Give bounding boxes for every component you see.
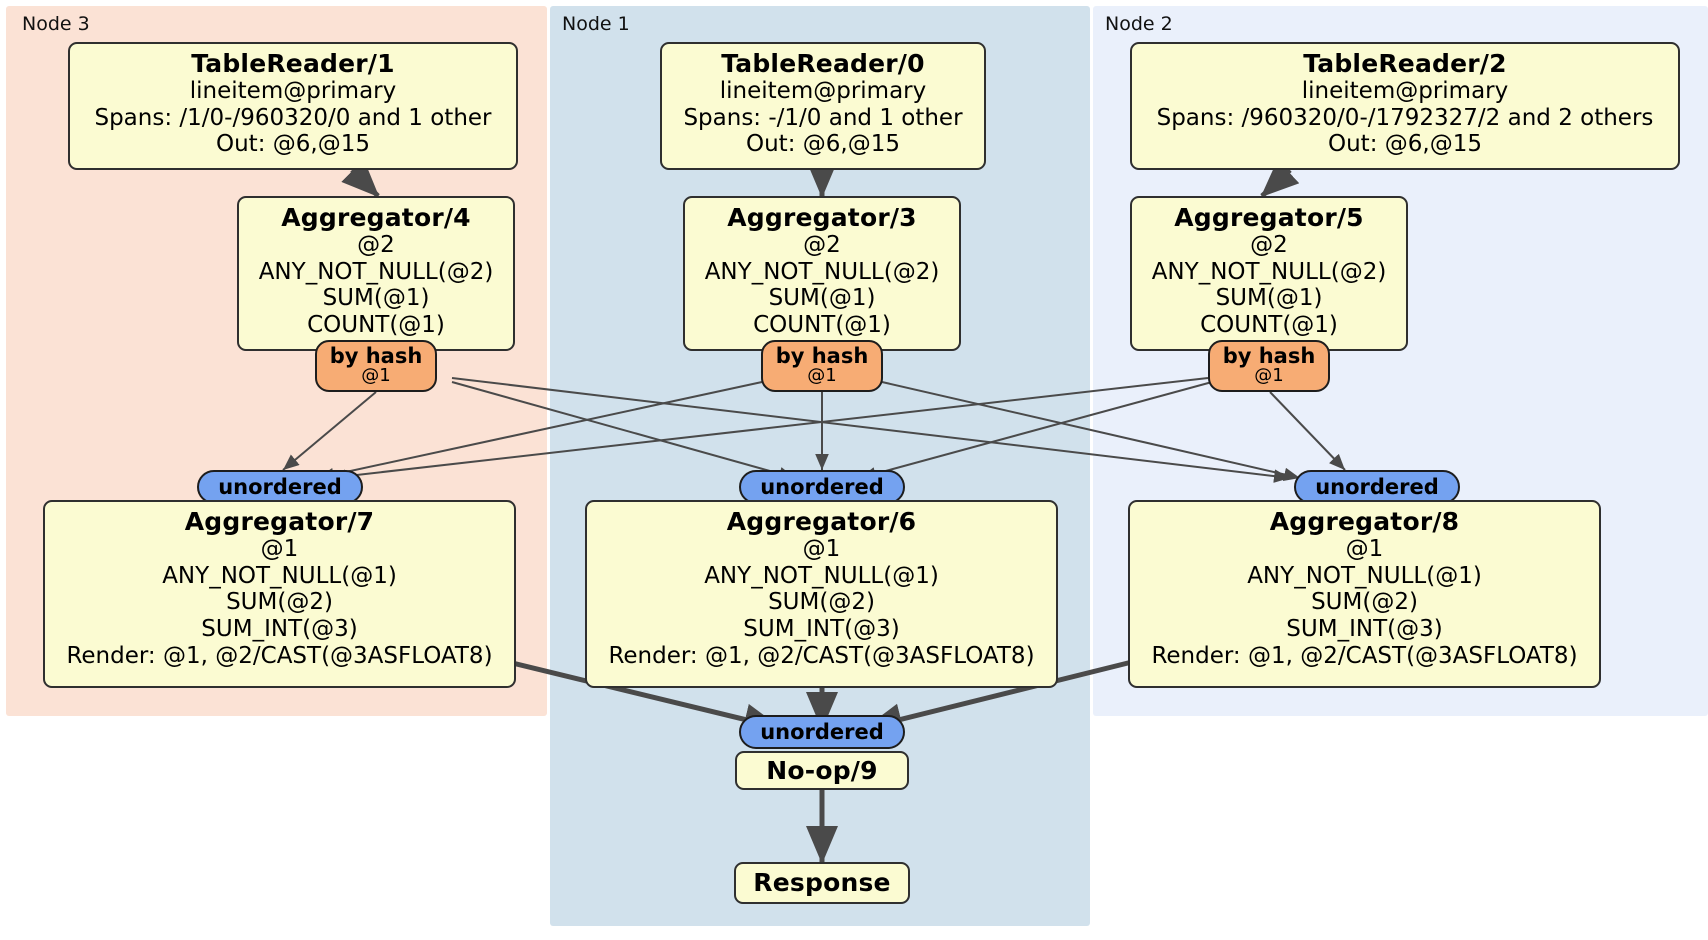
output-router-by-hash-center[interactable]: by hash @1 [761, 340, 883, 392]
processor-line: Render: @1, @2/CAST(@3ASFLOAT8) [66, 642, 493, 669]
processor-title: Aggregator/6 [726, 507, 917, 536]
input-synchronizer-unordered-final[interactable]: unordered [739, 715, 905, 749]
processor-box-table-reader-0[interactable]: TableReader/0 lineitem@primary Spans: -/… [660, 42, 986, 170]
input-synchronizer-unordered-right[interactable]: unordered [1294, 470, 1460, 504]
synchronizer-label: unordered [1315, 475, 1439, 499]
processor-line: SUM(@2) [1311, 589, 1418, 616]
processor-box-aggregator-8[interactable]: Aggregator/8 @1 ANY_NOT_NULL(@1) SUM(@2)… [1128, 500, 1601, 688]
processor-line: SUM(@1) [768, 285, 876, 312]
processor-line: Spans: -/1/0 and 1 other [683, 104, 963, 131]
processor-title: Aggregator/4 [281, 203, 471, 232]
processor-title: TableReader/0 [721, 49, 925, 78]
processor-line: @2 [1250, 232, 1288, 258]
processor-line: lineitem@primary [189, 78, 397, 104]
input-synchronizer-unordered-center[interactable]: unordered [739, 470, 905, 504]
processor-line: COUNT(@1) [753, 312, 891, 339]
processor-line: lineitem@primary [719, 78, 927, 104]
processor-line: ANY_NOT_NULL(@2) [1151, 258, 1387, 285]
processor-title: TableReader/1 [191, 49, 395, 78]
processor-title: Aggregator/3 [727, 203, 917, 232]
synchronizer-label: unordered [218, 475, 342, 499]
processor-line: Out: @6,@15 [1328, 131, 1482, 158]
processor-box-aggregator-6[interactable]: Aggregator/6 @1 ANY_NOT_NULL(@1) SUM(@2)… [585, 500, 1058, 688]
processor-line: Out: @6,@15 [746, 131, 900, 158]
processor-line: @2 [803, 232, 841, 258]
processor-line: ANY_NOT_NULL(@2) [704, 258, 940, 285]
processor-line: @1 [260, 536, 299, 562]
processor-title: No-op/9 [766, 756, 878, 785]
processor-line: COUNT(@1) [1200, 312, 1338, 339]
processor-line: @2 [357, 232, 395, 258]
processor-line: Spans: /960320/0-/1792327/2 and 2 others [1156, 104, 1654, 131]
processor-line: SUM(@2) [226, 589, 333, 616]
processor-title: Aggregator/7 [184, 507, 375, 536]
processor-title: Response [753, 868, 891, 897]
router-label: by hash [775, 344, 869, 368]
processor-line: ANY_NOT_NULL(@2) [258, 258, 494, 285]
processor-box-table-reader-2[interactable]: TableReader/2 lineitem@primary Spans: /9… [1130, 42, 1680, 170]
processor-line: SUM(@1) [1215, 285, 1323, 312]
processor-box-aggregator-5[interactable]: Aggregator/5 @2 ANY_NOT_NULL(@2) SUM(@1)… [1130, 196, 1408, 351]
node-label-node3: Node 3 [22, 13, 90, 35]
processor-line: Render: @1, @2/CAST(@3ASFLOAT8) [608, 642, 1035, 669]
synchronizer-label: unordered [760, 720, 884, 744]
processor-box-response[interactable]: Response [734, 862, 910, 904]
processor-line: lineitem@primary [1301, 78, 1509, 104]
router-column: @1 [807, 365, 837, 387]
processor-line: SUM_INT(@3) [1286, 616, 1443, 643]
processor-line: COUNT(@1) [307, 312, 445, 339]
processor-line: SUM_INT(@3) [201, 616, 358, 643]
node-label-node2: Node 2 [1105, 13, 1173, 35]
processor-line: @1 [1345, 536, 1384, 562]
node-label-node1: Node 1 [562, 13, 630, 35]
processor-line: Out: @6,@15 [216, 131, 370, 158]
output-router-by-hash-right[interactable]: by hash @1 [1208, 340, 1330, 392]
processor-line: ANY_NOT_NULL(@1) [704, 562, 939, 589]
processor-line: ANY_NOT_NULL(@1) [162, 562, 397, 589]
processor-line: ANY_NOT_NULL(@1) [1247, 562, 1482, 589]
processor-title: Aggregator/5 [1174, 203, 1364, 232]
processor-line: Spans: /1/0-/960320/0 and 1 other [94, 104, 492, 131]
processor-line: SUM(@1) [322, 285, 430, 312]
processor-line: @1 [802, 536, 841, 562]
processor-box-table-reader-1[interactable]: TableReader/1 lineitem@primary Spans: /1… [68, 42, 518, 170]
synchronizer-label: unordered [760, 475, 884, 499]
processor-line: Render: @1, @2/CAST(@3ASFLOAT8) [1151, 642, 1578, 669]
processor-box-no-op-9[interactable]: No-op/9 [735, 751, 909, 790]
router-column: @1 [1254, 365, 1284, 387]
processor-title: Aggregator/8 [1269, 507, 1460, 536]
processor-title: TableReader/2 [1303, 49, 1507, 78]
input-synchronizer-unordered-left[interactable]: unordered [197, 470, 363, 504]
processor-box-aggregator-7[interactable]: Aggregator/7 @1 ANY_NOT_NULL(@1) SUM(@2)… [43, 500, 516, 688]
processor-box-aggregator-4[interactable]: Aggregator/4 @2 ANY_NOT_NULL(@2) SUM(@1)… [237, 196, 515, 351]
router-column: @1 [361, 365, 391, 387]
processor-line: SUM_INT(@3) [743, 616, 900, 643]
router-label: by hash [1222, 344, 1316, 368]
router-label: by hash [329, 344, 423, 368]
output-router-by-hash-left[interactable]: by hash @1 [315, 340, 437, 392]
processor-line: SUM(@2) [768, 589, 875, 616]
processor-box-aggregator-3[interactable]: Aggregator/3 @2 ANY_NOT_NULL(@2) SUM(@1)… [683, 196, 961, 351]
